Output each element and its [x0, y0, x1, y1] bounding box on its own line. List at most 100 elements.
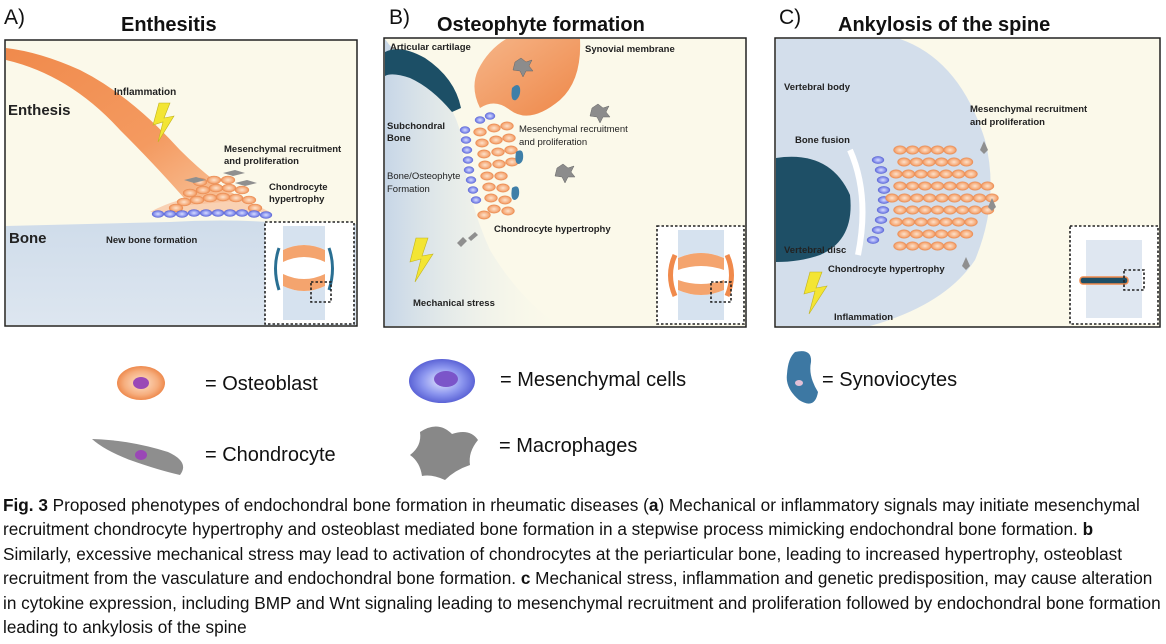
osteoblast-cell [951, 217, 966, 227]
osteoblast-cell [889, 217, 903, 227]
osteoblast-cell [922, 157, 936, 167]
osteoblast-cell [955, 181, 970, 191]
osteoblast-cell [926, 169, 941, 179]
osteoblast-cell [909, 229, 924, 239]
osteoblast-cell [935, 193, 949, 203]
osteoblast-cell [959, 157, 974, 167]
osteoblast-cell [893, 181, 907, 191]
osteoblast-cell [889, 169, 903, 179]
chondrocyte-icon [92, 439, 184, 475]
osteoblast-cell [918, 241, 932, 251]
inflammation-label-a: Inflammation [114, 87, 176, 98]
osteoblast-cell [934, 157, 949, 167]
osteoblast-cell [968, 181, 982, 191]
osteoblast-cell [960, 193, 974, 203]
osteoblast-icon [117, 366, 165, 400]
disc-rim [847, 148, 866, 256]
osteoblast-cell [905, 205, 920, 215]
osteoblast-cell [930, 205, 945, 215]
chondrocyte-label-a: Chondrocyte hypertrophy [269, 182, 330, 205]
inset-joint-b [656, 225, 745, 325]
osteoblast-cell [893, 241, 907, 251]
osteoblast-cell [893, 205, 907, 215]
osteoblast-cell [897, 193, 912, 203]
osteoblast-cell [947, 229, 961, 239]
osteoblast-cell [951, 169, 966, 179]
chondrocyte-label-c: Chondrocyte hypertrophy [828, 264, 945, 275]
osteoblast-cell [930, 181, 945, 191]
inset-joint-a [264, 221, 355, 325]
subchondral-bone [385, 39, 560, 326]
enthesis-band [6, 48, 245, 205]
osteoblast-cell [922, 193, 937, 203]
caption-b-letter: b [1082, 519, 1094, 540]
panel-c-letter: C) [779, 6, 801, 29]
synovial-label: Synovial membrane [585, 44, 675, 55]
caption-intro: Proposed phenotypes of endochondral bone… [47, 495, 649, 515]
mesenchymal-label-b: Mesenchymal recruitment and proliferatio… [519, 124, 630, 148]
bone-label-a: Bone [9, 230, 47, 247]
synovial-membrane [474, 39, 581, 116]
osteoblast-cell [939, 169, 953, 179]
osteoblast-cell [943, 181, 957, 191]
panel-a-title: Enthesitis [121, 14, 217, 36]
figure-caption: Fig. 3 Proposed phenotypes of endochondr… [3, 493, 1163, 639]
caption-a-letter: a [648, 495, 659, 515]
new-bone-label: New bone formation [106, 235, 198, 246]
osteoblast-cell [943, 205, 957, 215]
legend-mesenchymal: = Mesenchymal cells [500, 369, 687, 391]
osteoblast-cell [918, 145, 932, 155]
legend-synoviocytes: = Synoviocytes [822, 369, 958, 391]
osteoblast-cell [901, 217, 916, 227]
synoviocyte-icon [786, 351, 818, 404]
panel-b-letter: B) [389, 6, 410, 29]
articular-cartilage [385, 49, 461, 112]
inset-spine-c [1069, 225, 1159, 325]
caption-c-text: Mechanical stress, inflammation and gene… [3, 568, 1161, 638]
mesenchymal-label-c: Mesenchymal recruitment and proliferatio… [970, 104, 1090, 128]
osteoblast-cell [930, 145, 945, 155]
inflammation-label-c: Inflammation [834, 312, 893, 323]
mesenchymal-cell-icon [409, 359, 475, 403]
vertebral-disc [776, 156, 851, 262]
enthesis-label: Enthesis [8, 102, 71, 119]
osteoblast-cell [914, 169, 928, 179]
osteoblast-cell [914, 217, 928, 227]
lightning-icon [409, 237, 434, 283]
cells-b [457, 57, 611, 247]
osteoblast-cell [947, 193, 962, 203]
osteoblast-cell [968, 205, 982, 215]
cells-c [866, 141, 999, 270]
legend-macrophages: = Macrophages [499, 435, 638, 457]
cells-a [151, 170, 273, 219]
panel-c: C) Ankylosis of the spine Vertebral body… [774, 6, 1161, 328]
osteoblast-cell [964, 217, 978, 227]
osteoblast-cell [972, 193, 987, 203]
osteoblast-cell [964, 169, 978, 179]
osteoblast-cell [930, 241, 945, 251]
osteoblast-cell [939, 217, 953, 227]
articular-label: Articular cartilage [390, 42, 471, 53]
osteoblast-cell [910, 193, 924, 203]
osteoblast-cell [934, 229, 949, 239]
osteoblast-cell [905, 181, 920, 191]
osteoblast-cell [901, 169, 916, 179]
panel-b: B) Osteophyte formation Articular cartil… [383, 6, 747, 328]
osteoblast-cell [918, 205, 932, 215]
osteoblast-cell [909, 157, 924, 167]
vertebral-body-label: Vertebral body [784, 82, 851, 93]
caption-a-text: ) Mechanical or inflammatory signals may… [3, 495, 1140, 540]
chondrocyte-label-b: Chondrocyte hypertrophy [494, 224, 611, 235]
osteoblast-cell [897, 229, 911, 239]
osteoblast-cell [922, 229, 936, 239]
caption-b-text: Similarly, excessive mechanical stress m… [3, 543, 1123, 589]
mesenchymal-label-a: Mesenchymal recruitment and proliferatio… [224, 144, 344, 167]
bone-fusion-label: Bone fusion [795, 135, 850, 146]
macrophage-icon [410, 426, 478, 480]
figure-illustration: A) Enthesitis Enthesis Bone Inflammation… [4, 6, 1161, 328]
caption-fig-label: Fig. 3 [3, 495, 48, 515]
panel-b-title: Osteophyte formation [437, 14, 645, 36]
panel-a: A) Enthesitis Enthesis Bone Inflammation… [4, 6, 358, 327]
legend-osteoblast: = Osteoblast [205, 373, 318, 395]
lightning-icon [152, 102, 175, 143]
